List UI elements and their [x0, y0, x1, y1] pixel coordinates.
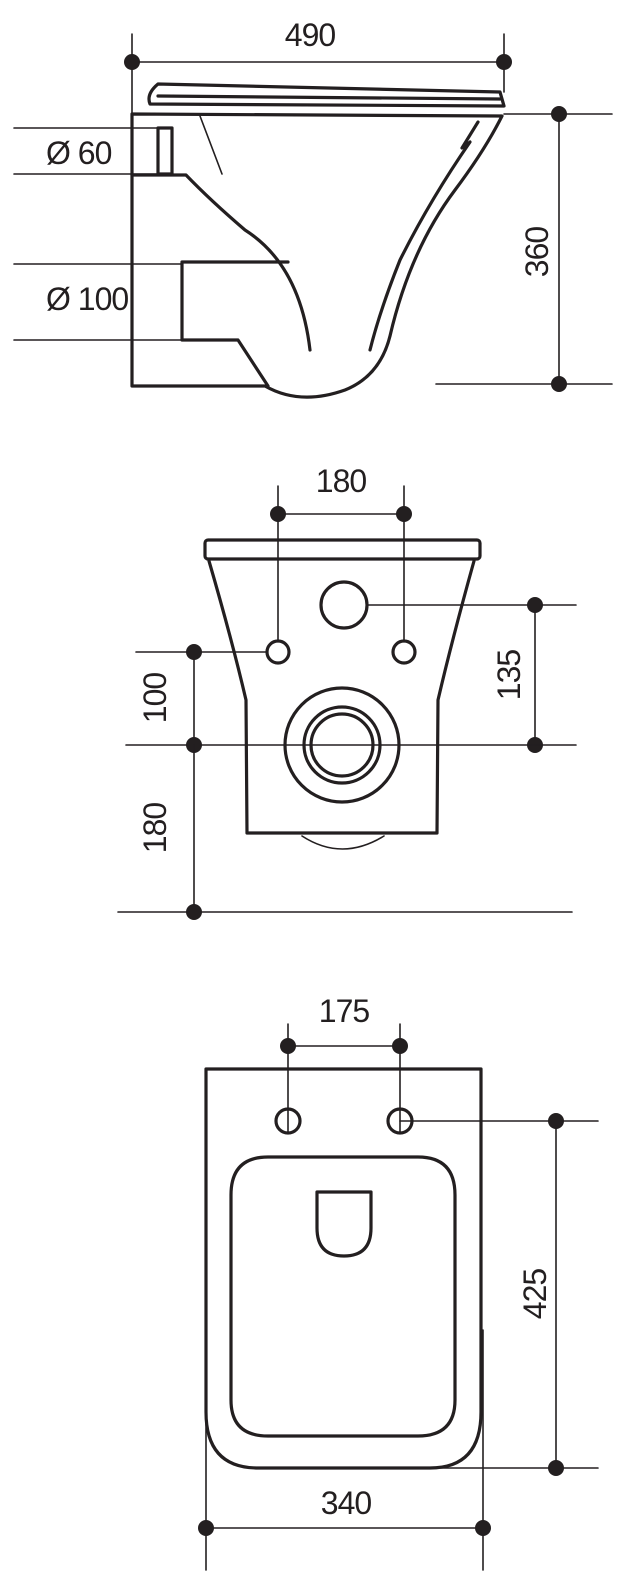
dim-label-425: 425	[517, 1269, 553, 1320]
dim-label-100: Ø 100	[46, 281, 128, 317]
dim-label-180-top: 180	[316, 463, 367, 499]
dim-label-100-back: 100	[137, 673, 173, 724]
dim-dot	[186, 904, 202, 920]
dim-dot	[551, 106, 567, 122]
inlet-pipe	[156, 126, 174, 176]
outlet-pipe	[180, 260, 290, 388]
dim-dot	[270, 506, 286, 522]
side-body	[130, 112, 504, 399]
top-view: 175 425 340	[198, 993, 599, 1571]
dim-dot	[551, 376, 567, 392]
dim-dot	[475, 1520, 491, 1536]
rim-outlet	[315, 1190, 373, 1258]
side-rim-inner	[368, 120, 480, 352]
dim-dot	[396, 506, 412, 522]
dim-label-175: 175	[319, 993, 370, 1029]
dim-dot	[548, 1113, 564, 1129]
dim-label-340: 340	[321, 1485, 372, 1521]
dim-dot	[186, 644, 202, 660]
dim-dot	[280, 1038, 296, 1054]
dim-dot	[198, 1520, 214, 1536]
dim-dot	[124, 54, 140, 70]
dim-label-180-floor: 180	[137, 803, 173, 854]
back-view: 180 135 100 180	[117, 463, 577, 920]
dim-label-60: Ø 60	[46, 135, 112, 171]
dim-dot	[496, 54, 512, 70]
top-body	[204, 1067, 483, 1470]
seat-line	[156, 94, 502, 101]
dim-label-135: 135	[491, 650, 527, 701]
bowl-opening	[229, 1155, 457, 1438]
dim-dot	[392, 1038, 408, 1054]
inlet-hole	[319, 580, 369, 630]
inlet-diagonal	[199, 115, 223, 175]
back-rim	[203, 538, 482, 561]
bowl-curve	[130, 173, 312, 352]
dim-dot	[527, 597, 543, 613]
dim-label-360: 360	[519, 227, 555, 278]
dim-label-490: 490	[285, 17, 336, 53]
fixing-hole-left	[265, 639, 291, 665]
back-bottom-curve	[301, 835, 385, 850]
side-view: 490 360 Ø 60 Ø 100	[13, 17, 613, 399]
seat-lid	[147, 82, 506, 108]
fixing-hole-right	[391, 639, 417, 665]
back-body	[207, 559, 476, 835]
dim-dot	[548, 1460, 564, 1476]
